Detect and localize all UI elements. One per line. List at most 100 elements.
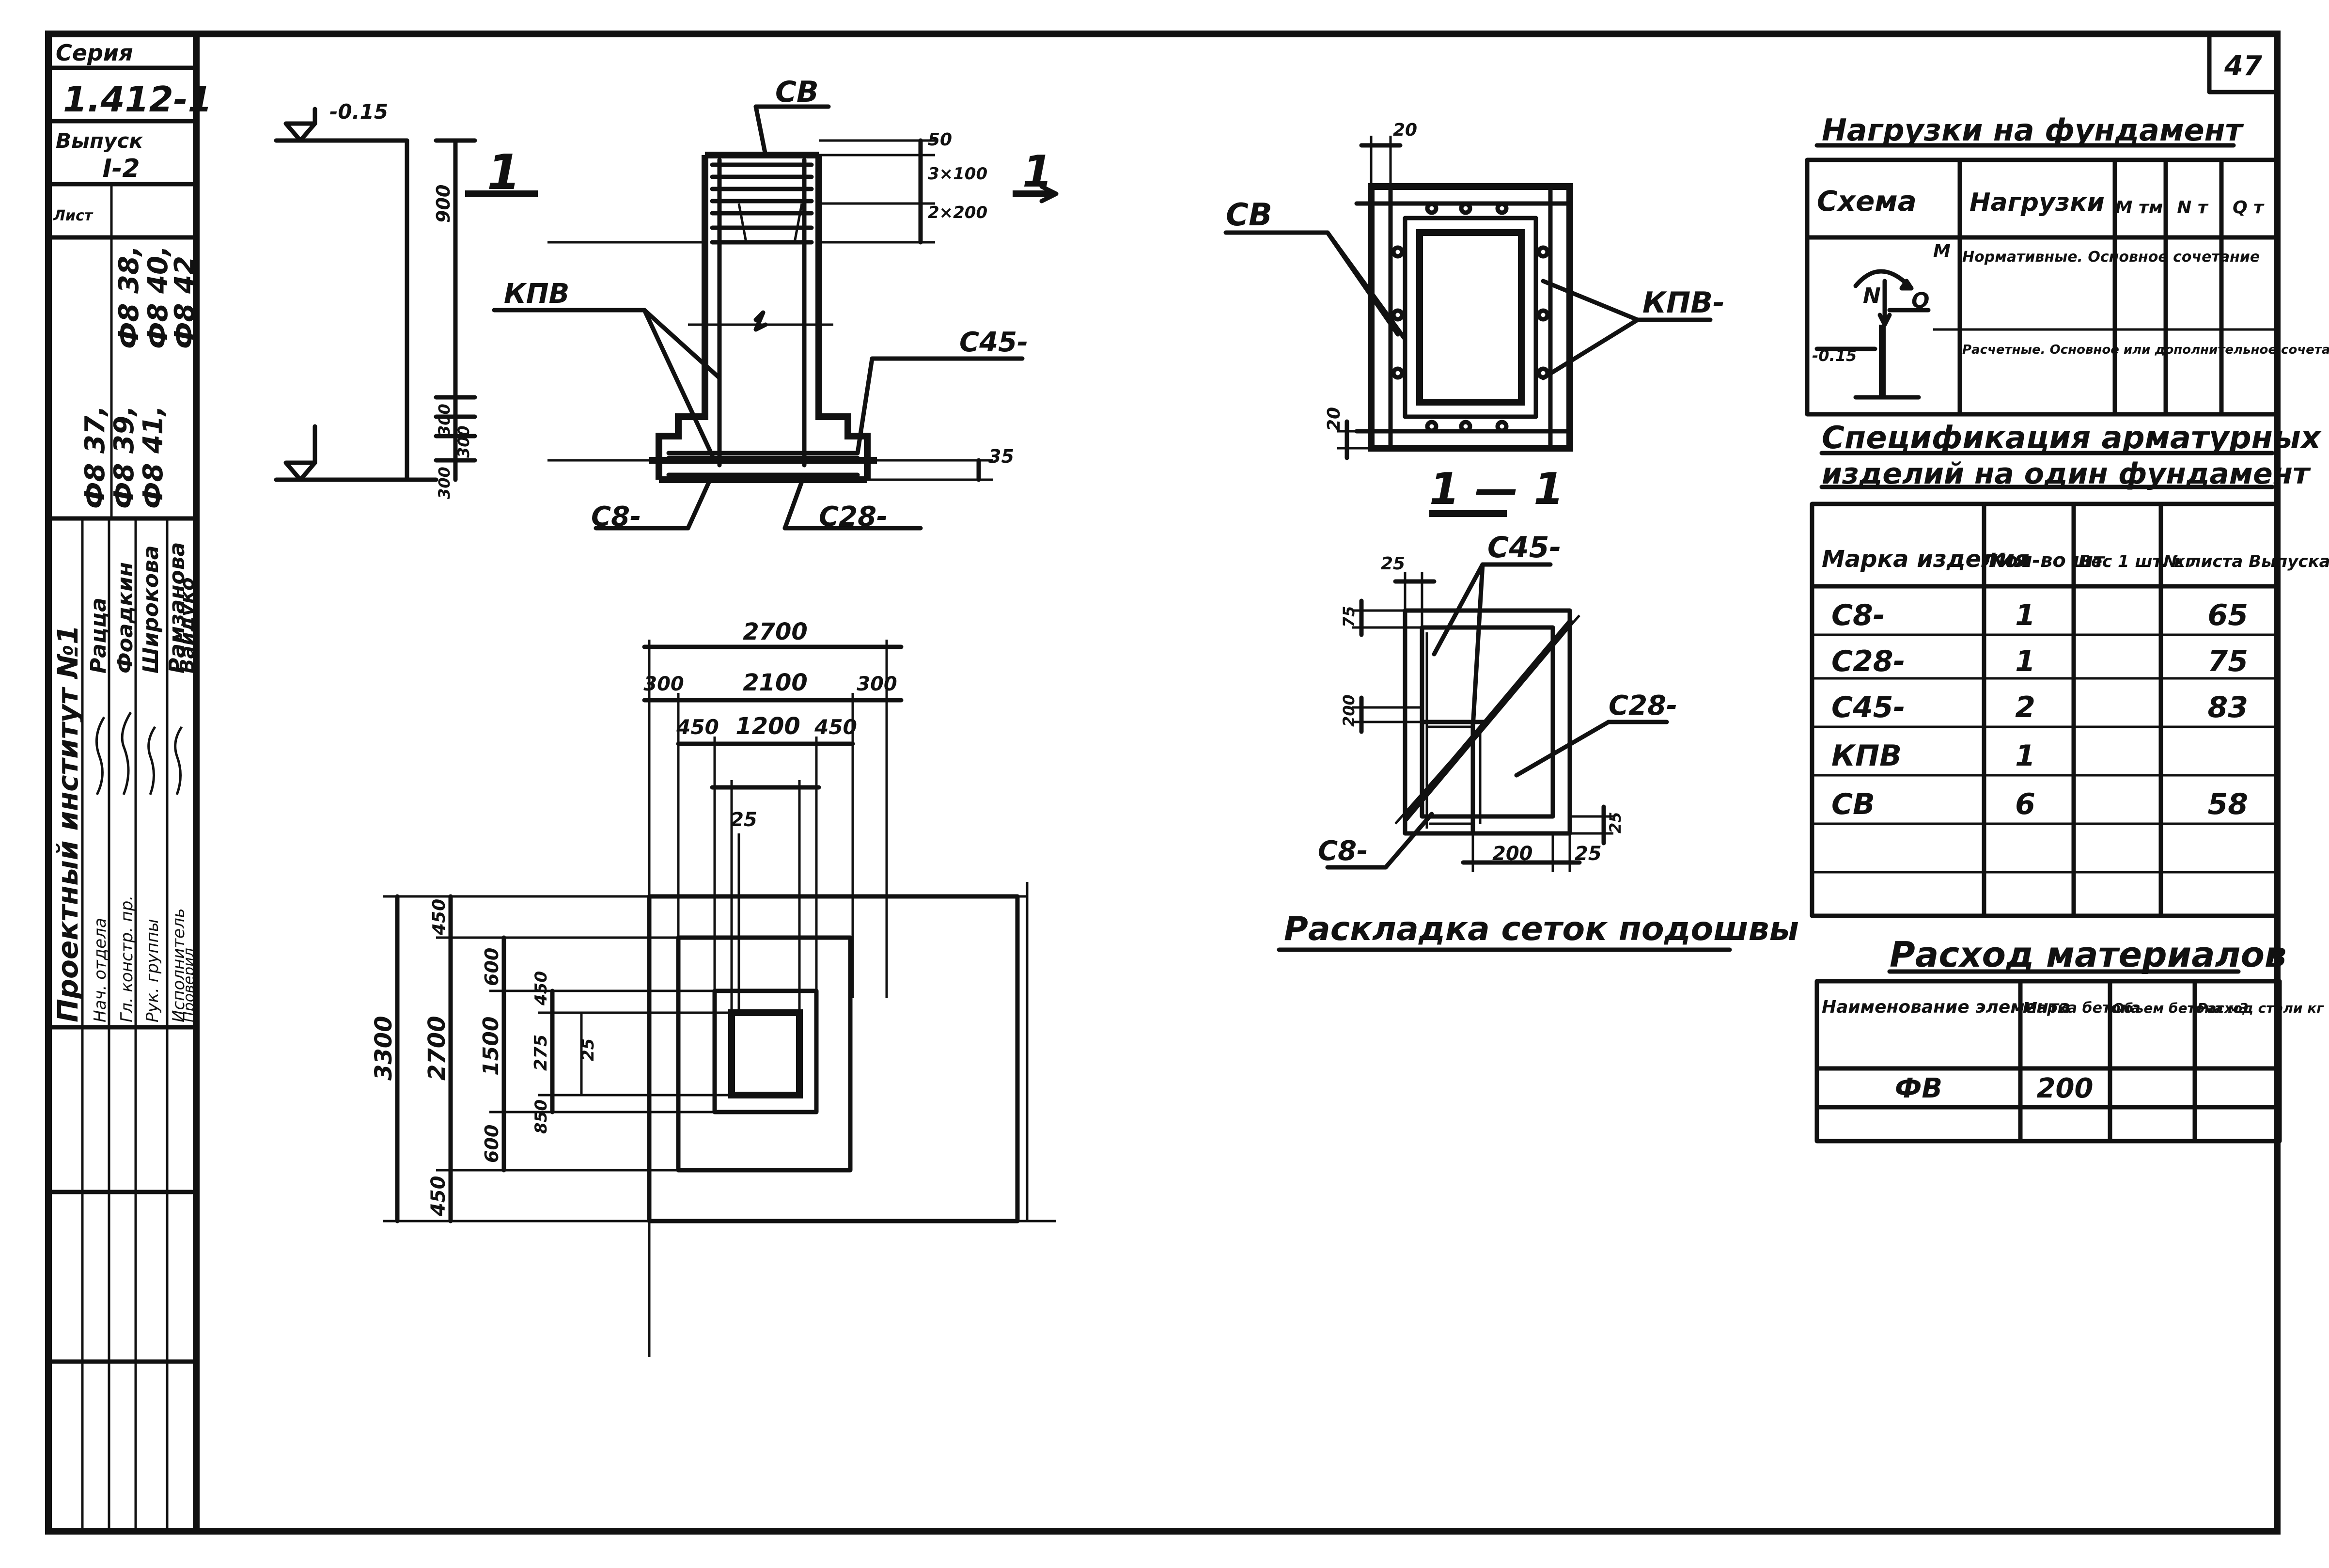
- role-1: Нач. отдела: [91, 918, 110, 1022]
- section-dim-35: 35: [988, 446, 1014, 467]
- plan-dim-275-top: 450: [531, 971, 551, 1006]
- section-dim-300b: 300: [454, 425, 473, 458]
- loads-header-loads: Нагрузки: [1969, 188, 2105, 217]
- spec-row-5-qty: 6: [2015, 787, 2035, 821]
- name-2: Фоадкин: [113, 562, 138, 674]
- plan-dim-300-right: 300: [857, 673, 897, 695]
- section-label-c8: С8-: [591, 501, 641, 533]
- plan-dim-2700-top: 2700: [743, 618, 808, 645]
- section-cut-mark-left: 1: [487, 144, 521, 201]
- mesh-dim-25-bottom: 25: [1575, 843, 1602, 865]
- role-2: Гл. констр. пр.: [117, 895, 137, 1022]
- section-dim-2x200: 2×200: [928, 203, 987, 222]
- role-3: Рук. группы: [143, 919, 162, 1022]
- plan-dim-25-left: 25: [578, 1038, 598, 1061]
- issue-value: I-2: [102, 154, 140, 183]
- plan-dim-450-bottom: 450: [427, 1176, 450, 1217]
- cross-section-title: 1 — 1: [1429, 464, 1564, 515]
- section-level-top: -0.15: [329, 100, 388, 124]
- section-cut-mark-right: 1: [1022, 146, 1053, 197]
- marking-left-3: Ф8 41,: [138, 406, 169, 509]
- spec-header-weight: Вес 1 шт. кг: [2079, 552, 2194, 571]
- plan-dim-600-bottom: 600: [481, 1125, 502, 1163]
- section-dim-900: 900: [433, 185, 454, 223]
- section-label-c28: С28-: [819, 501, 888, 533]
- scheme-label-q: Q: [1911, 288, 1929, 313]
- plan-dim-275-bottom: 850: [531, 1099, 551, 1134]
- spec-row-1-sheet: 65: [2208, 598, 2249, 632]
- spec-row-2-sheet: 75: [2208, 644, 2249, 678]
- mesh-dim-200-left: 200: [1340, 694, 1358, 727]
- loads-header-scheme: Схема: [1817, 185, 1917, 218]
- section-label-c45: С45-: [959, 327, 1028, 358]
- mesh-layout-title: Раскладка сеток подошвы: [1284, 910, 1799, 948]
- materials-header-steel: Расход стали кг: [2197, 1000, 2324, 1016]
- section-dim-300a: 300: [435, 404, 453, 436]
- spec-row-4-mark: КПВ: [1831, 739, 1902, 773]
- loads-row-normative: Нормативные. Основное сочетание: [1962, 249, 2260, 266]
- spec-row-1-qty: 1: [2015, 598, 2035, 632]
- spec-title-line1: Спецификация арматурных: [1822, 420, 2322, 456]
- spec-header-sheet: № листа Выпуска: [2162, 552, 2329, 571]
- sheet-label: Лист: [53, 207, 94, 224]
- cross-dim-20-bottom: 20: [1324, 407, 1344, 431]
- materials-row-1-name: ФВ: [1895, 1073, 1942, 1104]
- title-stamp: [46, 65, 199, 1531]
- name-4: Рамзанова: [165, 542, 189, 674]
- materials-row-1-grade: 200: [2037, 1073, 2094, 1104]
- loads-table: [1805, 143, 2280, 417]
- section-label-cb: СВ: [775, 75, 819, 109]
- marking-left-1: Ф8 37,: [79, 406, 111, 509]
- name-5: Вайдуко: [176, 577, 199, 674]
- cross-dim-20-top: 20: [1393, 120, 1417, 140]
- role-5: Проверил: [181, 948, 198, 1022]
- page-number: 47: [2224, 50, 2262, 82]
- plan-dim-600-top: 600: [481, 948, 502, 986]
- materials-header-volume: Объем бетона м3: [2112, 1000, 2248, 1016]
- spec-row-2-mark: С28-: [1831, 644, 1905, 678]
- marking-right-1: Ф8 38,: [113, 246, 145, 349]
- cross-label-cb: СВ: [1226, 197, 1272, 233]
- plan-dim-3300: 3300: [370, 1016, 397, 1081]
- marking-right-2: Ф8 40,: [142, 246, 174, 349]
- plan-dim-850: 275: [531, 1035, 551, 1071]
- section-label-kpv: КПВ: [504, 278, 569, 310]
- section-view: [274, 104, 1059, 531]
- mesh-layout: [1277, 562, 1732, 952]
- loads-title: Нагрузки на фундамент: [1822, 112, 2244, 148]
- plan-dim-1200: 1200: [735, 713, 800, 740]
- spec-title-line2: изделий на один фундамент: [1822, 457, 2311, 491]
- mesh-dim-25-top: 25: [1381, 554, 1405, 574]
- plan-dim-450-top: 450: [429, 899, 449, 936]
- spec-row-3-mark: С45-: [1831, 690, 1905, 724]
- materials-header-grade: Марка бетона: [2023, 1000, 2141, 1017]
- materials-title: Расход материалов: [1890, 934, 2287, 975]
- mesh-label-c8: С8-: [1318, 835, 1368, 867]
- loads-header-q: Q т: [2233, 198, 2265, 218]
- name-3: Широкова: [139, 545, 163, 674]
- spec-row-1-mark: С8-: [1831, 598, 1885, 632]
- name-1: Рацца: [86, 597, 111, 674]
- series-label: Серия: [56, 40, 133, 66]
- plan-dim-25-top: 25: [730, 809, 757, 831]
- plan-dim-450-left: 450: [676, 715, 719, 739]
- section-dim-300c: 300: [435, 467, 453, 499]
- spec-row-3-sheet: 83: [2208, 690, 2249, 724]
- plan-dim-1500: 1500: [479, 1017, 503, 1076]
- mesh-dim-25-right: 25: [1606, 812, 1625, 833]
- plan-dim-2700-left: 2700: [423, 1016, 451, 1081]
- loads-header-n: N т: [2177, 198, 2209, 218]
- issue-label: Выпуск: [56, 129, 143, 153]
- plan-dim-450-right: 450: [814, 715, 857, 739]
- section-dim-50: 50: [928, 130, 952, 150]
- cross-section-1-1: [1223, 136, 1713, 517]
- signatures: [95, 711, 183, 796]
- role-4: Исполнитель: [169, 908, 188, 1022]
- plan-dim-300-left: 300: [643, 673, 684, 695]
- spec-row-2-qty: 1: [2015, 644, 2035, 678]
- mesh-dim-75: 75: [1340, 606, 1358, 627]
- series-value: 1.412-1: [63, 79, 212, 120]
- spec-header-mark: Марка изделия: [1822, 546, 2030, 573]
- marking-left-2: Ф8 39,: [109, 406, 140, 509]
